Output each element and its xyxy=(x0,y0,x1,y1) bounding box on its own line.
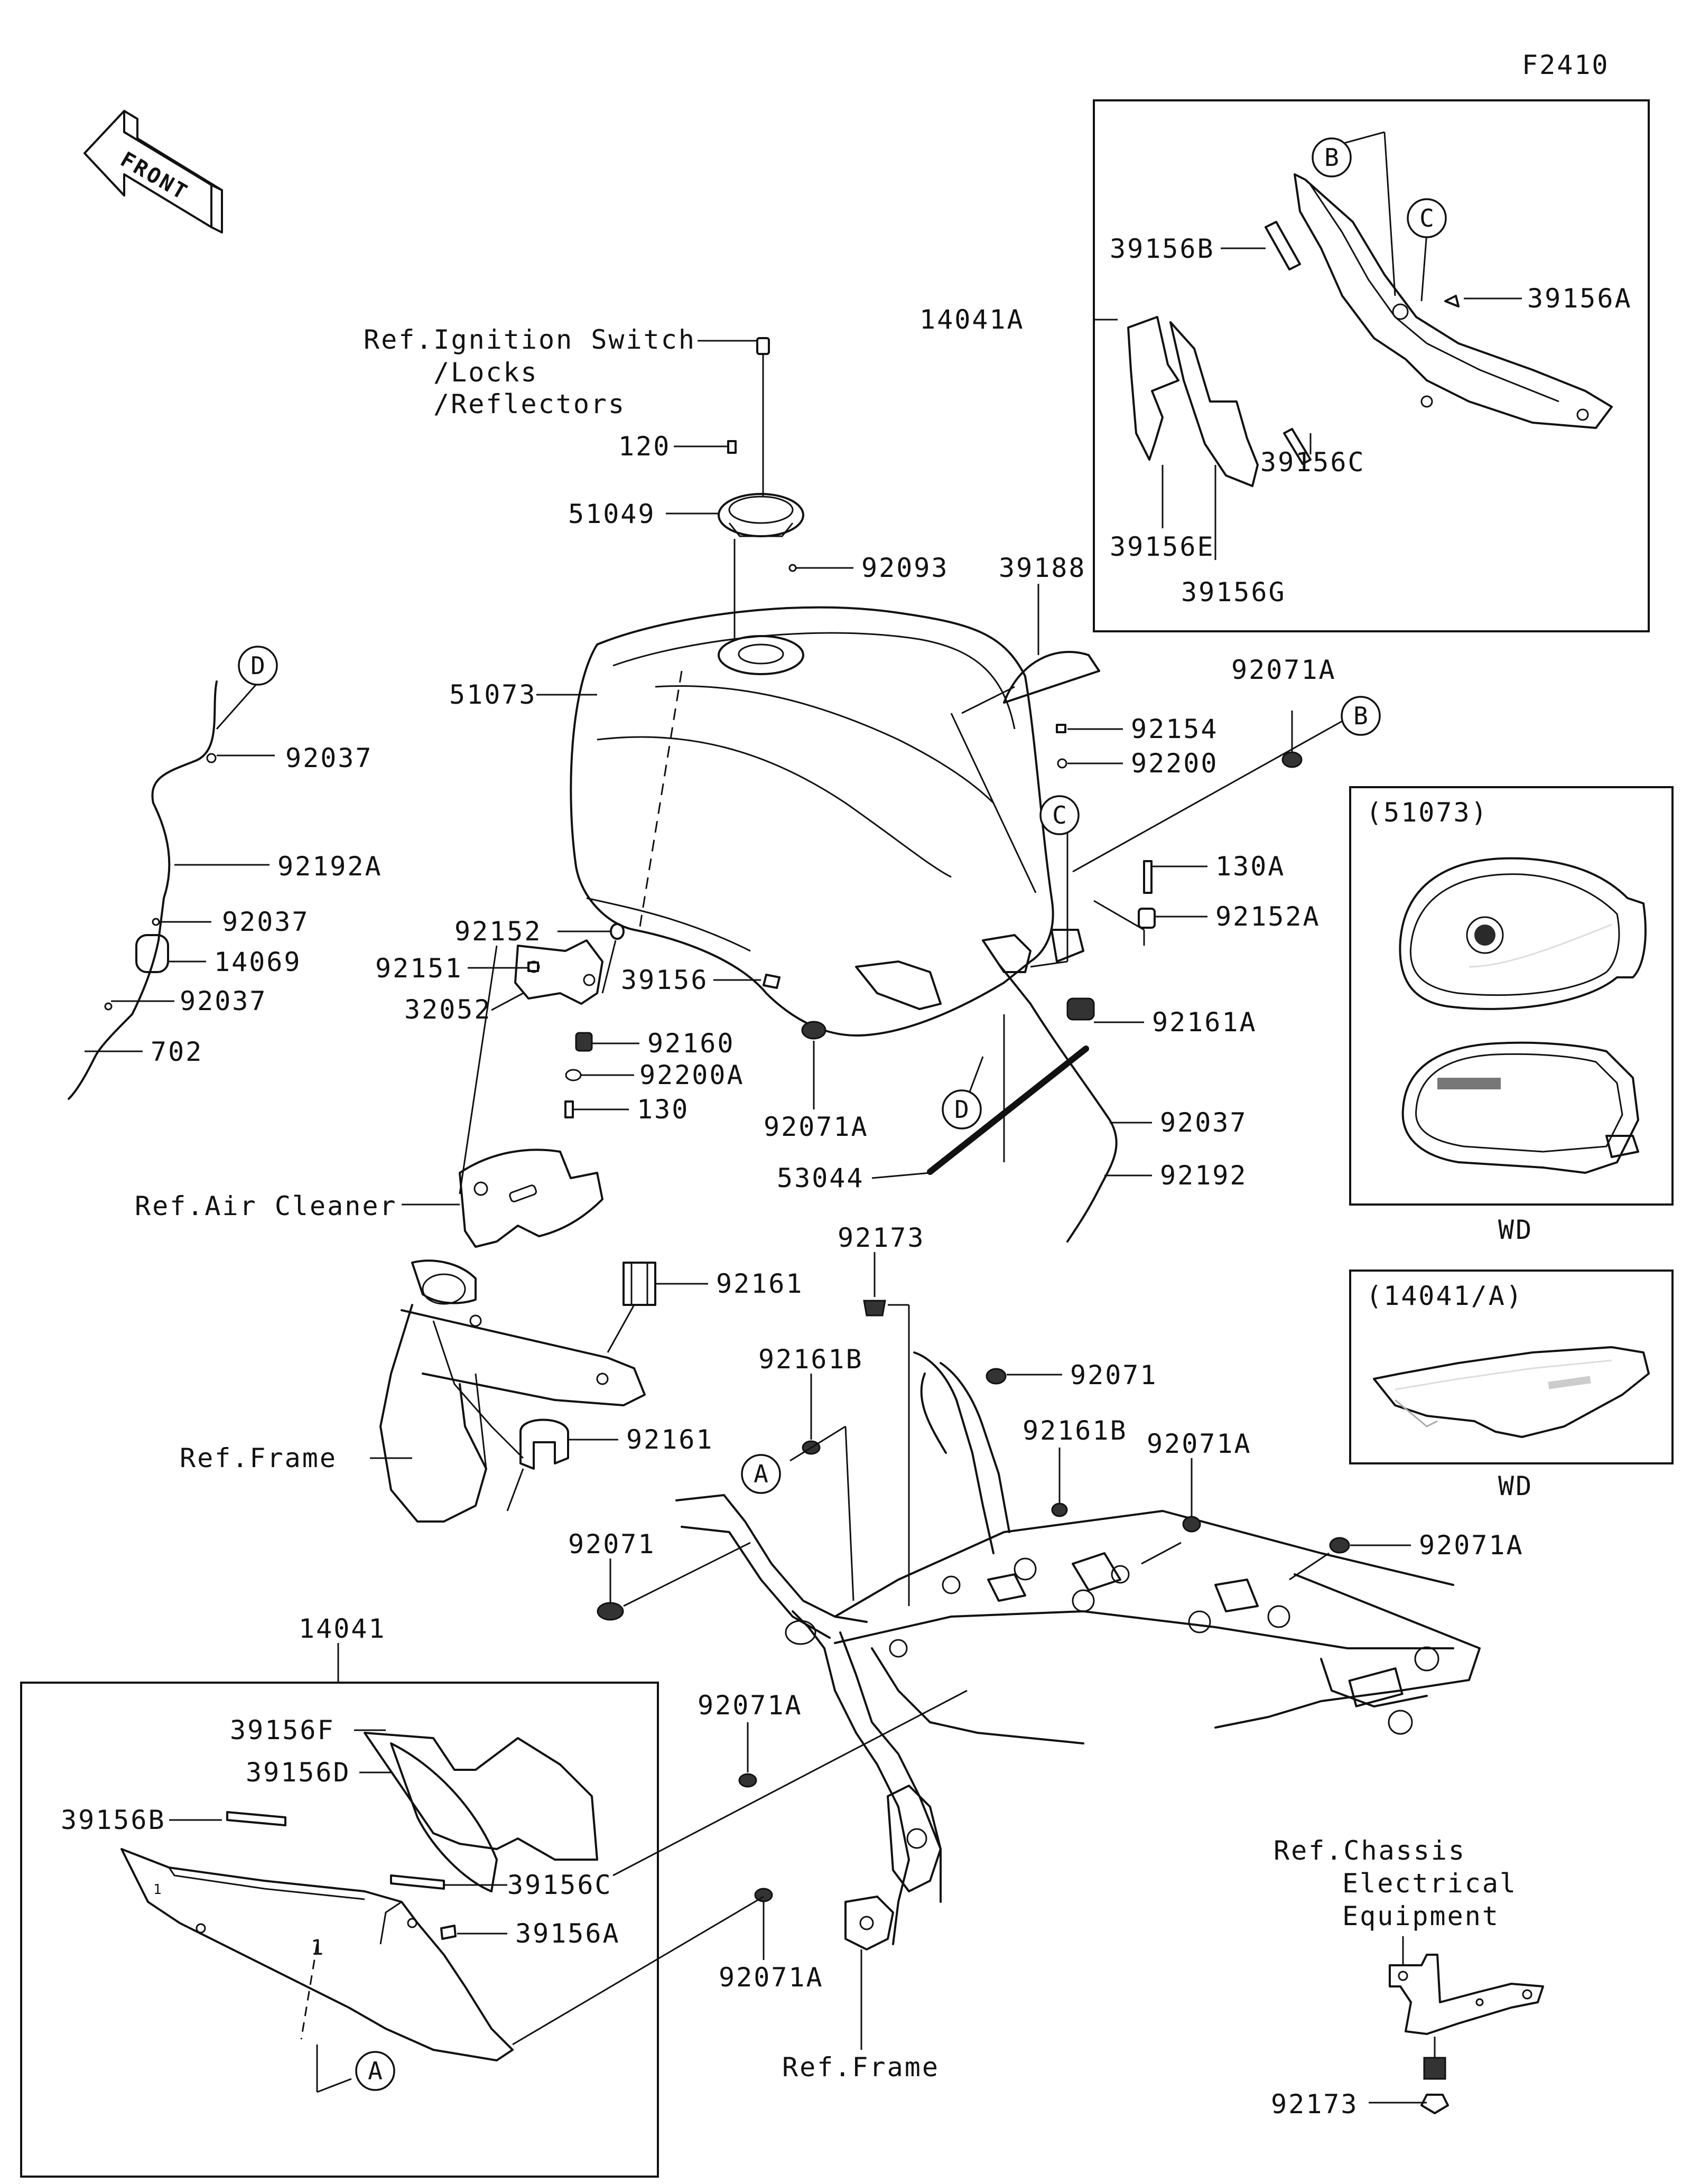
tank-mount-hardware xyxy=(1030,711,1343,1023)
inset-mark-1a: 1 xyxy=(153,1882,162,1898)
label-92152A: 92152A xyxy=(1215,901,1321,932)
variant-cover-footer: WD xyxy=(1498,1471,1533,1501)
callout-A-box: A xyxy=(355,2051,395,2091)
svg-text:C: C xyxy=(1419,204,1434,232)
svg-text:D: D xyxy=(250,651,265,680)
label-ref-frame-bottom: Ref.Frame xyxy=(782,2052,940,2083)
label-ref-ignition: Ref.Ignition Switch xyxy=(364,324,696,355)
label-92071A-tank: 92071A xyxy=(764,1112,869,1142)
label-92161A: 92161A xyxy=(1152,1007,1257,1038)
label-51049: 51049 xyxy=(568,499,656,529)
label-ref-reflectors: /Reflectors xyxy=(433,389,626,419)
inset-mark-1b: 1 xyxy=(311,1936,323,1960)
label-92192: 92192 xyxy=(1160,1160,1248,1191)
label-39156B-low: 39156B xyxy=(61,1805,166,1835)
label-14041A: 14041A xyxy=(919,304,1025,335)
label-92071A-frame: 92071A xyxy=(1147,1429,1252,1459)
label-92160: 92160 xyxy=(647,1028,735,1059)
label-92161-upper: 92161 xyxy=(716,1268,804,1299)
svg-text:A: A xyxy=(754,1460,768,1488)
callout-B-box: B xyxy=(1312,137,1352,178)
variant-tank-header: (51073) xyxy=(1366,797,1489,828)
callout-C-tank: C xyxy=(1039,795,1080,835)
label-39156: 39156 xyxy=(621,965,709,995)
label-92152: 92152 xyxy=(454,916,542,947)
variant-cover-header: (14041/A) xyxy=(1366,1281,1523,1311)
air-cleaner-and-frame-section xyxy=(370,945,708,1523)
breather-hose-assembly xyxy=(68,680,275,1100)
svg-text:B: B xyxy=(1324,143,1339,172)
label-92037-right: 92037 xyxy=(1160,1107,1248,1138)
label-92200A: 92200A xyxy=(639,1060,745,1090)
label-92071A-lower: 92071A xyxy=(698,1690,803,1721)
label-92161-lower: 92161 xyxy=(626,1424,714,1455)
label-39156D: 39156D xyxy=(246,1757,351,1788)
label-39156A-top: 39156A xyxy=(1527,283,1632,314)
label-92200: 92200 xyxy=(1131,748,1219,779)
label-92173-bottom: 92173 xyxy=(1271,2089,1359,2120)
label-92093: 92093 xyxy=(861,553,949,583)
label-14041: 14041 xyxy=(299,1613,386,1644)
callout-B-tank: B xyxy=(1341,696,1381,736)
label-130: 130 xyxy=(637,1094,689,1125)
label-92037-low: 92037 xyxy=(180,986,267,1016)
label-92161B-right: 92161B xyxy=(1023,1415,1128,1446)
front-direction-arrow-icon: FRONT xyxy=(83,110,223,234)
label-92154: 92154 xyxy=(1131,714,1219,744)
label-39156G: 39156G xyxy=(1181,577,1286,608)
svg-text:C: C xyxy=(1052,801,1067,829)
fuel-tank-assembly xyxy=(570,337,1100,1037)
label-ref-chassis-3: Equipment xyxy=(1342,1901,1500,1931)
label-130A: 130A xyxy=(1215,851,1285,882)
label-ref-frame-left: Ref.Frame xyxy=(180,1443,337,1473)
label-92071A-rear: 92071A xyxy=(1419,1530,1524,1561)
variant-tank-footer: WD xyxy=(1498,1215,1533,1245)
label-ref-locks: /Locks xyxy=(433,357,538,388)
label-32052: 32052 xyxy=(404,994,492,1025)
callout-D-hose: D xyxy=(238,646,278,686)
label-14069: 14069 xyxy=(214,947,302,977)
label-92161B-left: 92161B xyxy=(758,1344,863,1375)
label-39156A-low: 39156A xyxy=(515,1918,620,1949)
label-ref-air-cleaner: Ref.Air Cleaner xyxy=(135,1191,397,1221)
label-ref-chassis-1: Ref.Chassis xyxy=(1274,1835,1466,1866)
main-frame xyxy=(512,1252,1481,2050)
side-cover-14041A-inset xyxy=(1093,99,1650,632)
label-702: 702 xyxy=(151,1037,203,1067)
label-92151: 92151 xyxy=(375,953,463,984)
callout-D-tank: D xyxy=(942,1089,982,1130)
label-92037-mid: 92037 xyxy=(222,907,310,937)
callout-A-frame: A xyxy=(741,1454,781,1494)
svg-text:A: A xyxy=(368,2057,383,2085)
label-39156F: 39156F xyxy=(230,1715,335,1746)
label-92192A: 92192A xyxy=(277,851,383,882)
label-39156E: 39156E xyxy=(1110,531,1215,562)
tank-mount-bracket xyxy=(468,923,1152,1243)
svg-text:D: D xyxy=(954,1095,969,1124)
label-120: 120 xyxy=(618,431,671,462)
label-39156C-low: 39156C xyxy=(507,1870,612,1900)
label-39188: 39188 xyxy=(999,553,1086,583)
label-51073: 51073 xyxy=(449,679,537,710)
svg-text:B: B xyxy=(1353,702,1368,730)
label-53044: 53044 xyxy=(777,1163,865,1193)
callout-C-box: C xyxy=(1407,198,1447,238)
chassis-electrical-bracket xyxy=(1369,1936,1544,2114)
label-ref-chassis-2: Electrical xyxy=(1342,1868,1517,1899)
side-cover-14041-inset xyxy=(20,1643,659,2178)
label-92071A-top: 92071A xyxy=(1231,655,1336,685)
label-92071-right: 92071 xyxy=(1070,1360,1158,1390)
label-39156C-top: 39156C xyxy=(1260,447,1365,478)
label-92071-left: 92071 xyxy=(568,1529,656,1560)
label-39156B-top: 39156B xyxy=(1110,234,1215,264)
label-92173-top: 92173 xyxy=(838,1222,925,1253)
variant-cover-box xyxy=(1349,1270,1674,1464)
figure-code: F2410 xyxy=(1522,50,1610,80)
variant-tank-box xyxy=(1349,786,1674,1206)
label-92037-top: 92037 xyxy=(285,743,373,773)
label-92071A-bottom: 92071A xyxy=(719,1962,824,1993)
